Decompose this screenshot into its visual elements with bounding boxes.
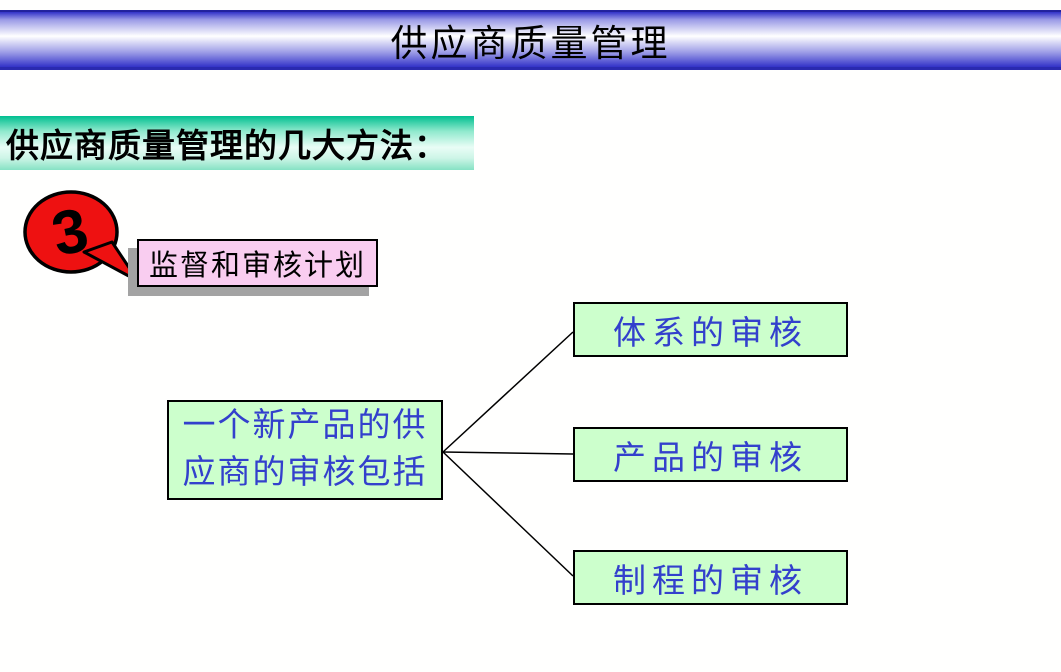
audit-child-label: 体系的审核 — [613, 315, 808, 352]
plan-box-label: 监督和审核计划 — [148, 250, 366, 282]
audit-root-box: 一个新产品的供 应商的审核包括 — [167, 400, 443, 500]
audit-child-box-process: 制程的审核 — [573, 550, 848, 605]
audit-root-line2: 应商的审核包括 — [182, 455, 428, 491]
number-callout-bubble — [23, 190, 140, 283]
audit-child-box-system: 体系的审核 — [573, 302, 848, 357]
page-title: 供应商质量管理 — [390, 22, 671, 64]
header-band: 供应商质量管理 — [0, 10, 1061, 70]
audit-child-label: 产品的审核 — [613, 440, 808, 477]
audit-child-label: 制程的审核 — [613, 563, 808, 600]
plan-box: 监督和审核计划 — [137, 239, 378, 287]
section-header: 供应商质量管理的几大方法： — [0, 116, 474, 170]
audit-child-box-product: 产品的审核 — [573, 427, 848, 482]
audit-root-line1: 一个新产品的供 — [182, 408, 428, 444]
